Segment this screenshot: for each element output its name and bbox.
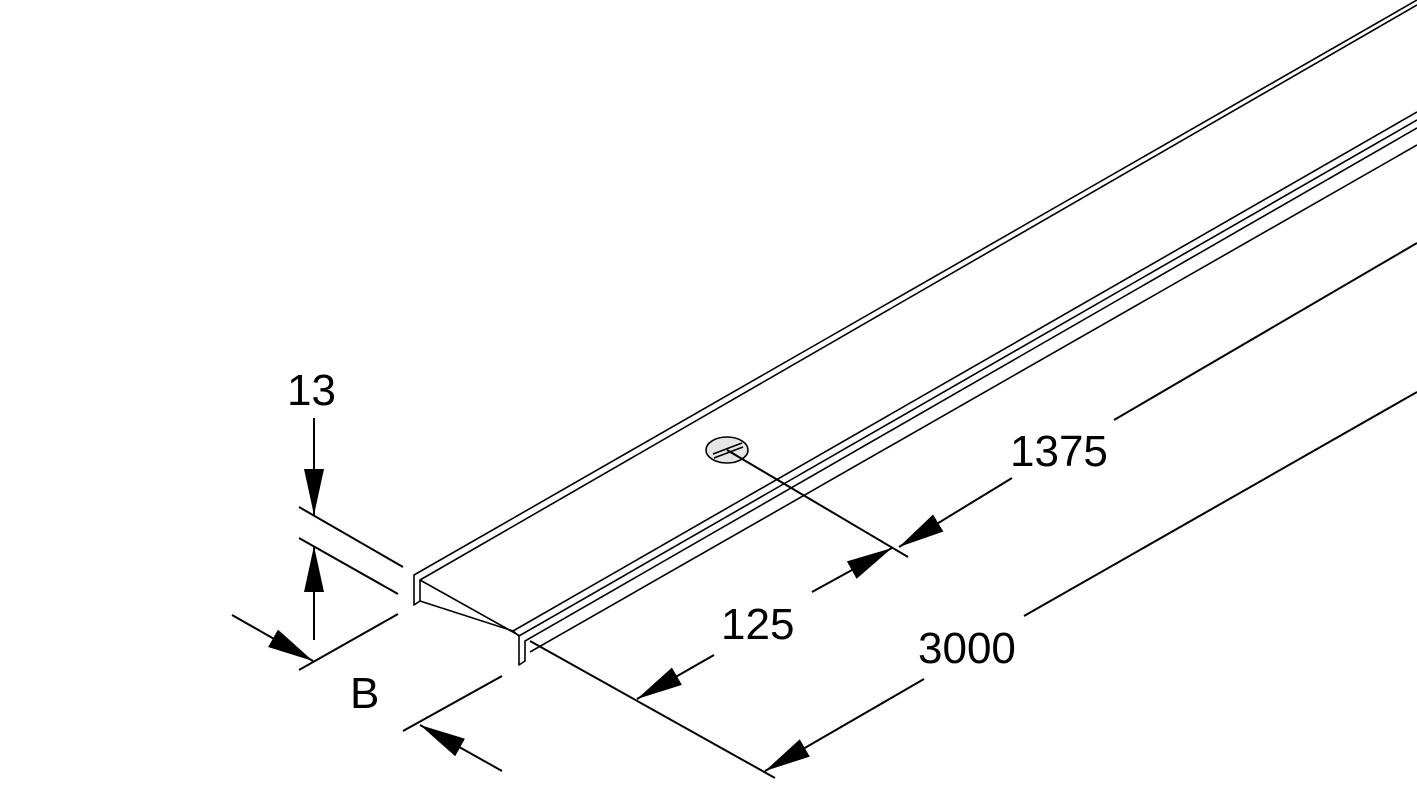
hole-spacing-label: 1375: [1010, 427, 1108, 476]
hole-offset-label: 125: [721, 600, 794, 649]
length-arrow: [764, 678, 925, 772]
height-label: 13: [287, 366, 336, 415]
top-face-edge: [419, 579, 521, 637]
right-flange: [512, 111, 1417, 666]
hole-spacing-arrow: [898, 477, 1013, 548]
right-flange-inner: [518, 119, 1417, 637]
cover-strip: [413, 0, 1417, 666]
width-extension-left: [298, 613, 399, 671]
end-extension: [529, 640, 776, 779]
dimension-hole-spacing: [726, 242, 1417, 558]
right-flange-lower: [529, 144, 1417, 653]
left-fold-bottom: [419, 600, 514, 632]
width-extension-right: [402, 675, 503, 732]
hole-offset-arrow-lower: [636, 654, 715, 700]
length-line-upper: [1023, 391, 1417, 617]
hole-offset-arrow-upper: [811, 547, 893, 593]
dimension-width: [231, 613, 503, 772]
length-label: 3000: [918, 624, 1016, 673]
width-arrow-right: [419, 724, 503, 772]
dimension-hole-offset: [529, 547, 893, 779]
width-label: B: [350, 669, 379, 718]
dimension-height: [298, 418, 404, 640]
left-flange: [413, 0, 1417, 606]
hole-spacing-line-upper: [1113, 242, 1417, 421]
height-extension-top: [298, 506, 404, 568]
width-arrow-left: [231, 614, 314, 662]
dimension-length: [764, 391, 1417, 772]
hole-leader: [726, 449, 909, 558]
